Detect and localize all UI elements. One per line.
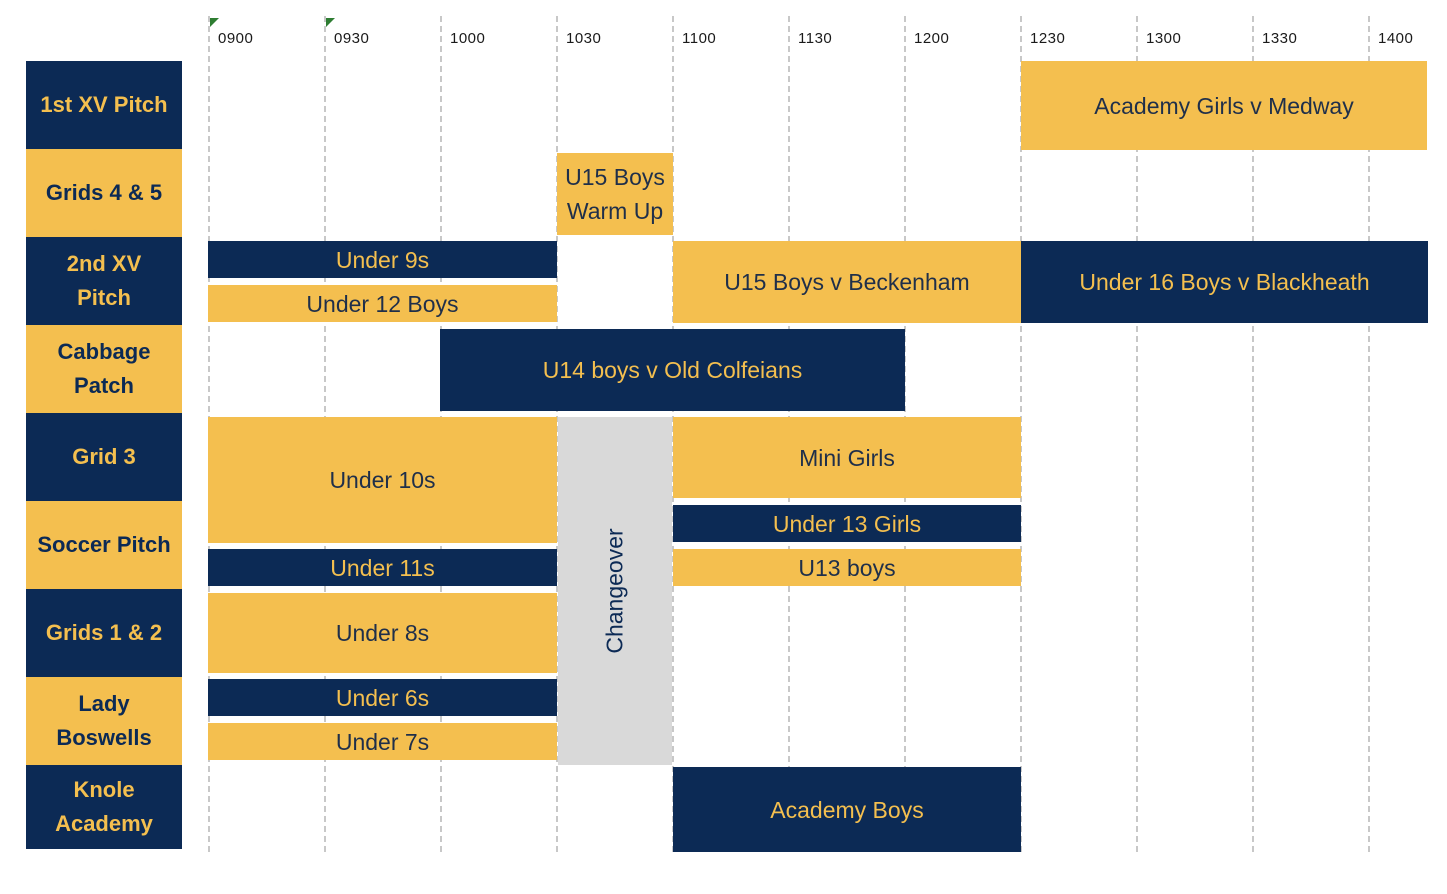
gridline-1300	[1136, 16, 1138, 852]
time-header: 1200	[914, 30, 950, 47]
venue-label-grids-4-5[interactable]: Grids 4 & 5	[26, 149, 182, 237]
venue-label-lady-boswells[interactable]: Lady Boswells	[26, 677, 182, 765]
gridline-1330	[1252, 16, 1254, 852]
changeover-block[interactable]: Changeover	[558, 417, 672, 765]
event-mini-girls[interactable]: Mini Girls	[673, 417, 1021, 498]
venue-label-cabbage-patch[interactable]: Cabbage Patch	[26, 325, 182, 413]
event-under-13-girls[interactable]: Under 13 Girls	[673, 505, 1021, 542]
time-header: 1230	[1030, 30, 1066, 47]
gridline-1230	[1020, 16, 1022, 852]
changeover-label: Changeover	[601, 528, 628, 654]
event-under-9s[interactable]: Under 9s	[208, 241, 557, 278]
time-header: 1100	[682, 30, 717, 47]
event-u15-boys-warm-up[interactable]: U15 Boys Warm Up	[557, 153, 673, 235]
event-under-8s[interactable]: Under 8s	[208, 593, 557, 673]
time-header: 0900	[218, 30, 254, 47]
event-u14-boys-v-old-colfeians[interactable]: U14 boys v Old Colfeians	[440, 329, 905, 411]
venue-label-soccer-pitch[interactable]: Soccer Pitch	[26, 501, 182, 589]
event-under-7s[interactable]: Under 7s	[208, 723, 557, 760]
gridline-1400	[1368, 16, 1370, 852]
venue-label-1st-xv-pitch[interactable]: 1st XV Pitch	[26, 61, 182, 149]
time-header: 1300	[1146, 30, 1182, 47]
event-u13-boys[interactable]: U13 boys	[673, 549, 1021, 586]
gridline-1030	[556, 16, 558, 852]
time-header: 1330	[1262, 30, 1298, 47]
event-u15-boys-v-beckenham[interactable]: U15 Boys v Beckenham	[673, 241, 1021, 323]
event-under-6s[interactable]: Under 6s	[208, 679, 557, 716]
comment-flag-icon[interactable]	[210, 18, 219, 27]
venue-label-grids-1-2[interactable]: Grids 1 & 2	[26, 589, 182, 677]
time-header: 1400	[1378, 30, 1414, 47]
event-under-11s[interactable]: Under 11s	[208, 549, 557, 586]
event-under-10s[interactable]: Under 10s	[208, 417, 557, 543]
time-header: 0930	[334, 30, 370, 47]
time-header: 1000	[450, 30, 486, 47]
comment-flag-icon[interactable]	[326, 18, 335, 27]
time-header: 1130	[798, 30, 833, 47]
venue-label-knole-academy[interactable]: Knole Academy	[26, 765, 182, 849]
event-academy-girls-v-medway[interactable]: Academy Girls v Medway	[1021, 61, 1427, 150]
event-under-16-boys-v-blackheath[interactable]: Under 16 Boys v Blackheath	[1021, 241, 1428, 323]
time-header: 1030	[566, 30, 602, 47]
event-academy-boys[interactable]: Academy Boys	[673, 767, 1021, 852]
event-under-12-boys[interactable]: Under 12 Boys	[208, 285, 557, 322]
venue-label-2nd-xv-pitch[interactable]: 2nd XV Pitch	[26, 237, 182, 325]
venue-label-grid-3[interactable]: Grid 3	[26, 413, 182, 501]
